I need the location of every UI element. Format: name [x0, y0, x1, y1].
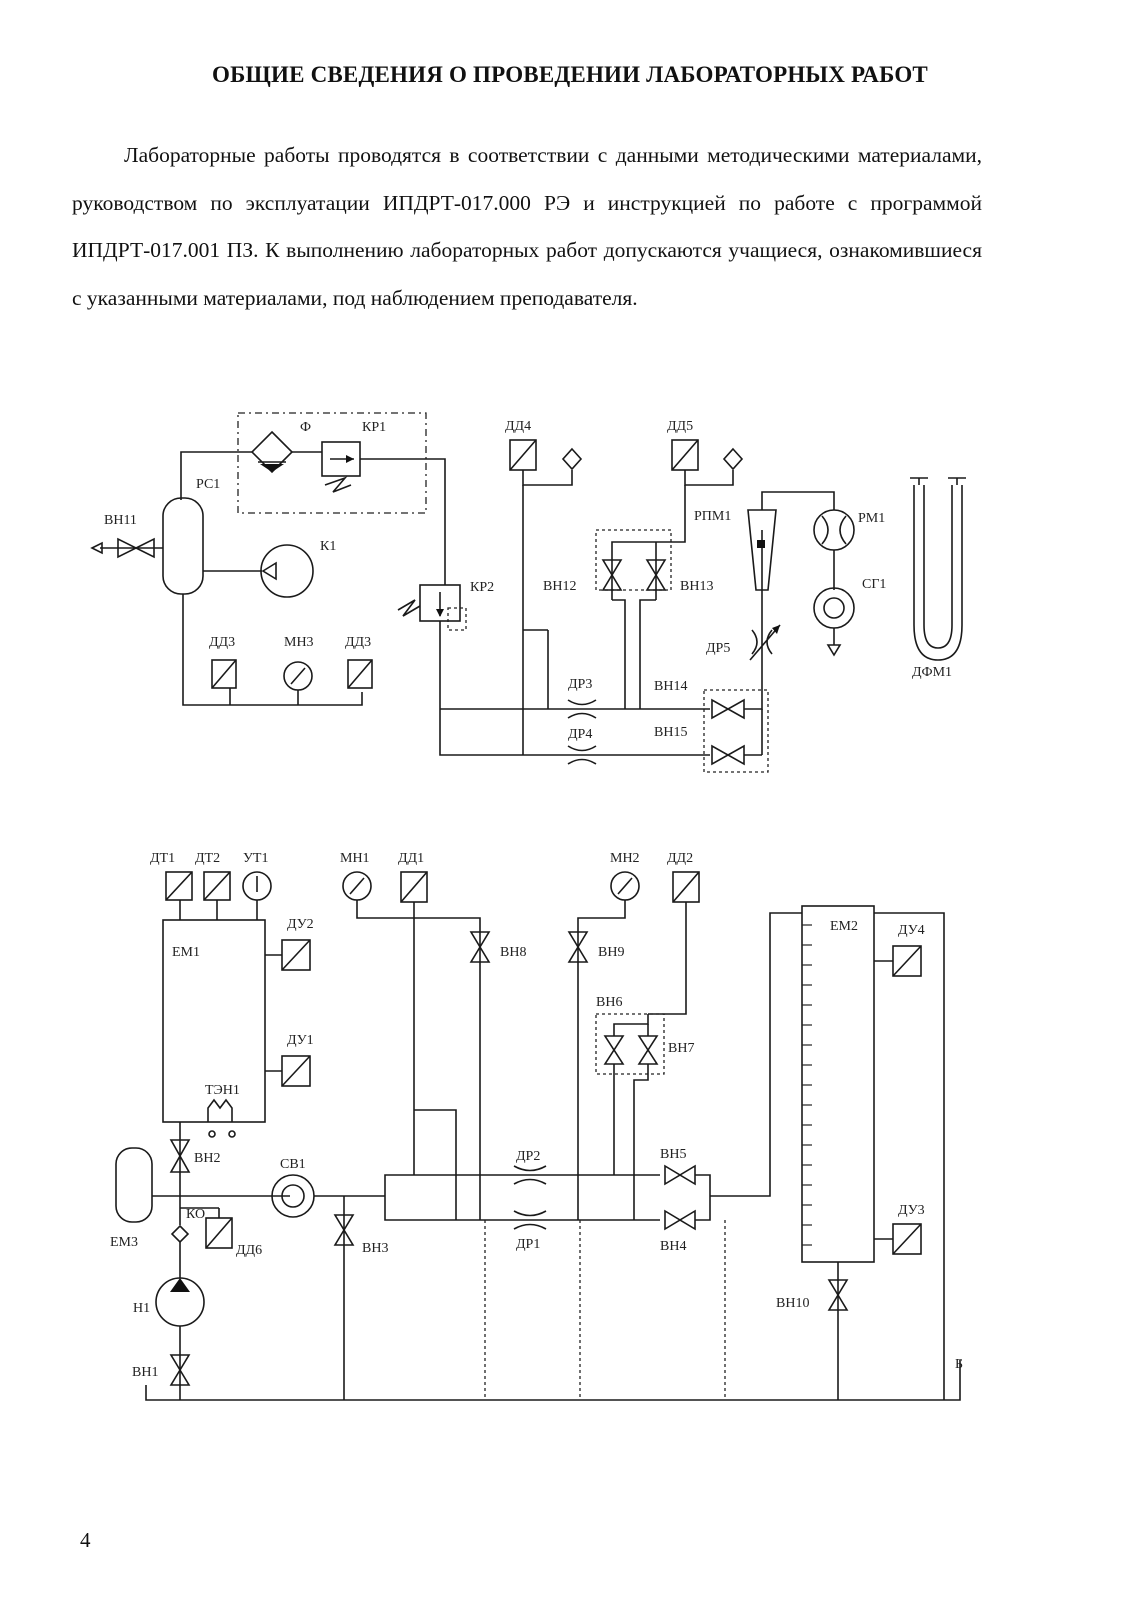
label-dt1: ДТ1	[150, 851, 175, 866]
label-vn10: ВН10	[776, 1296, 809, 1311]
label-dr5: ДР5	[706, 641, 730, 656]
tank-em2-icon	[801, 905, 875, 1263]
heater-ten1-icon	[207, 1098, 233, 1122]
gas-meter-sg1-icon	[813, 587, 855, 629]
throttle-dr1-icon	[513, 1210, 547, 1230]
label-dd2: ДД2	[667, 851, 693, 866]
exhaust-arrow-icon	[826, 644, 842, 657]
scheme-top: КР1 Ф РС1 ВН11 К1 ДД3 МН	[90, 412, 966, 773]
label-sv1: СВ1	[280, 1157, 306, 1172]
label-du4: ДУ4	[898, 923, 925, 938]
label-rs1: РС1	[196, 477, 220, 492]
label-b: Б	[955, 1357, 963, 1372]
label-dd5: ДД5	[667, 419, 693, 434]
scheme-bottom: ДТ1 ДТ2 УТ1 ЕМ1 ДУ2 ДУ1 ТЭН1	[110, 851, 963, 1401]
label-dfm1: ДФМ1	[912, 665, 952, 680]
label-k1: К1	[320, 539, 336, 554]
label-rpm1: РПМ1	[694, 509, 731, 524]
label-kr2: КР2	[470, 580, 494, 595]
label-mn2: МН2	[610, 851, 640, 866]
throttle-dr5-icon	[751, 629, 773, 655]
label-f: Ф	[300, 420, 311, 435]
label-du1: ДУ1	[287, 1033, 314, 1048]
label-vn14: ВН14	[654, 679, 687, 694]
page-title: ОБЩИЕ СВЕДЕНИЯ О ПРОВЕДЕНИИ ЛАБОРАТОРНЫХ…	[212, 62, 928, 87]
u-tube-manometer-dfm1-icon	[913, 485, 963, 661]
rotameter-rpm1-icon	[747, 509, 777, 591]
label-du2: ДУ2	[287, 917, 314, 932]
label-dd3b: ДД3	[345, 635, 371, 650]
label-sg1: СГ1	[862, 577, 886, 592]
sensor-dd3a-icon	[211, 659, 237, 689]
body-paragraph-block: Лабораторные работы проводятся в соответ…	[72, 132, 982, 322]
label-dt2: ДТ2	[195, 851, 220, 866]
label-dr2: ДР2	[516, 1149, 540, 1164]
label-vn6: ВН6	[596, 995, 622, 1010]
label-vn3: ВН3	[362, 1241, 388, 1256]
label-ko: КО	[186, 1207, 205, 1222]
label-dd3a: ДД3	[209, 635, 235, 650]
filter-box	[237, 412, 427, 514]
flowmeter-rm1-icon	[813, 509, 855, 551]
label-vn2: ВН2	[194, 1151, 220, 1166]
label-dr4: ДР4	[568, 727, 592, 742]
exhaust-arrow-icon	[90, 541, 103, 555]
throttle-dr3-icon	[567, 699, 597, 719]
label-em1: ЕМ1	[172, 945, 200, 960]
check-valve-icon	[561, 447, 583, 471]
label-vn7: ВН7	[668, 1041, 694, 1056]
label-vn8: ВН8	[500, 945, 526, 960]
label-dr3: ДР3	[568, 677, 592, 692]
page-number: 4	[80, 1528, 91, 1552]
check-valve-ko-icon	[170, 1224, 190, 1244]
receiver-rs1-icon	[162, 497, 204, 595]
label-em2: ЕМ2	[830, 919, 858, 934]
label-vn12: ВН12	[543, 579, 576, 594]
compressor-k1-icon	[260, 544, 314, 598]
label-rm1: РМ1	[858, 511, 885, 526]
label-dr1: ДР1	[516, 1237, 540, 1252]
tank-em3-icon	[115, 1147, 153, 1223]
check-valve-icon	[722, 447, 744, 471]
label-vn15: ВН15	[654, 725, 687, 740]
label-ut1: УТ1	[243, 851, 268, 866]
body-paragraph: Лабораторные работы проводятся в соответ…	[72, 143, 982, 310]
label-vn11: ВН11	[104, 513, 137, 528]
label-dd4: ДД4	[505, 419, 531, 434]
label-ten1: ТЭН1	[205, 1083, 240, 1098]
scale-ticks	[802, 924, 812, 1246]
label-vn9: ВН9	[598, 945, 624, 960]
tank-em1-icon	[162, 919, 266, 1123]
label-vn4: ВН4	[660, 1239, 686, 1254]
label-dd6: ДД6	[236, 1243, 262, 1258]
label-n1: Н1	[133, 1301, 150, 1316]
throttle-dr4-icon	[567, 745, 597, 765]
label-em3: ЕМ3	[110, 1235, 138, 1250]
throttle-dr2-icon	[513, 1165, 547, 1185]
label-du3: ДУ3	[898, 1203, 925, 1218]
sensor-dt1-icon	[165, 871, 193, 901]
label-vn13: ВН13	[680, 579, 713, 594]
label-mn3: МН3	[284, 635, 314, 650]
label-vn1: ВН1	[132, 1365, 158, 1380]
label-dd1: ДД1	[398, 851, 424, 866]
label-mn1: МН1	[340, 851, 370, 866]
sensor-dd3b-icon	[347, 659, 373, 689]
label-kr1: КР1	[362, 420, 386, 435]
label-vn5: ВН5	[660, 1147, 686, 1162]
